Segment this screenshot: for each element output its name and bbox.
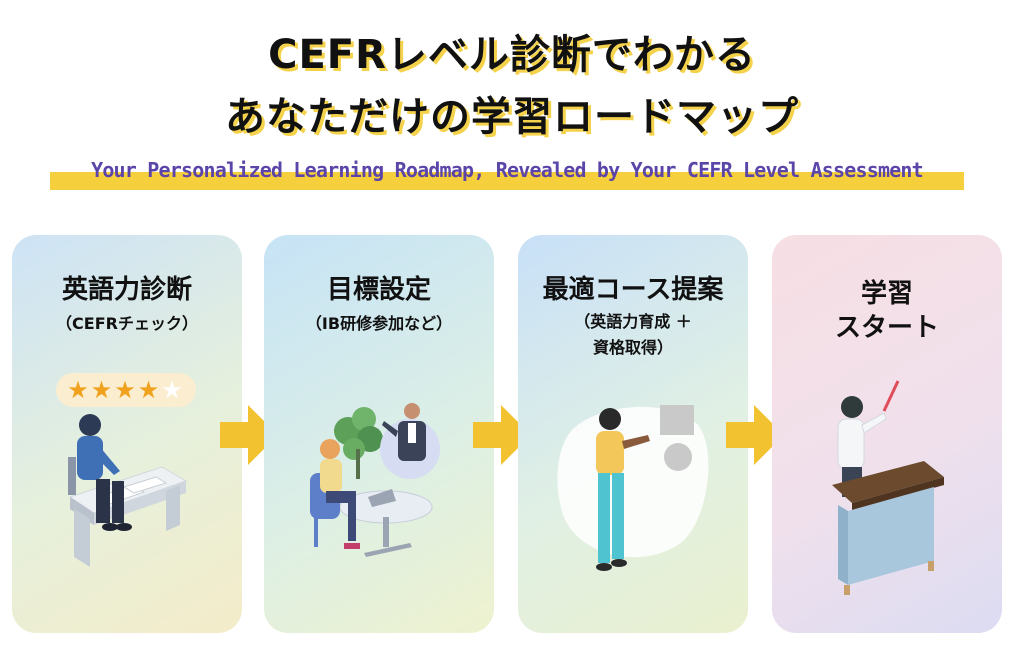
step-title: 目標設定 <box>326 275 431 305</box>
page-title-line2: あなただけの学習ロードマップ <box>225 94 799 140</box>
step-subtitle: （CEFRチェック） <box>56 314 198 333</box>
step-title-line2: スタート <box>834 313 939 343</box>
rating-stars: ★★★★★ <box>56 373 196 407</box>
step-card-diagnosis: 英語力診断 （CEFRチェック） ★★★★★ <box>12 235 242 633</box>
step-subtitle-line2: 資格取得） <box>592 338 673 357</box>
step-card-course-proposal: 最適コース提案 （英語力育成 ＋ 資格取得） <box>518 235 748 633</box>
star-icon-filled: ★★★★ <box>67 376 162 404</box>
meeting-illustration <box>310 403 440 557</box>
star-icon-empty: ★ <box>161 376 185 404</box>
highlight-bar <box>50 172 964 190</box>
step-card-goal-setting: 目標設定 （IB研修参加など） <box>264 235 494 633</box>
step-title-line1: 学習 <box>860 279 913 309</box>
arrow-right-icon <box>220 405 278 465</box>
presenter-illustration <box>557 405 709 571</box>
person-at-desk-illustration <box>68 414 188 567</box>
page-subtitle: Your Personalized Learning Roadmap, Reve… <box>91 158 924 182</box>
page-title-line1: CEFRレベル診断でわかる <box>268 32 756 78</box>
step-title: 英語力診断 <box>61 275 192 305</box>
step-card-start-learning: 学習 スタート <box>772 235 1002 633</box>
arrow-right-icon <box>473 405 531 465</box>
subtitle-band: Your Personalized Learning Roadmap, Reve… <box>50 158 964 190</box>
arrow-right-icon <box>726 405 784 465</box>
step-subtitle: （IB研修参加など） <box>305 314 453 333</box>
teacher-at-podium-illustration <box>832 380 944 595</box>
step-title: 最適コース提案 <box>542 275 724 305</box>
step-subtitle-line1: （英語力育成 ＋ <box>574 312 692 331</box>
